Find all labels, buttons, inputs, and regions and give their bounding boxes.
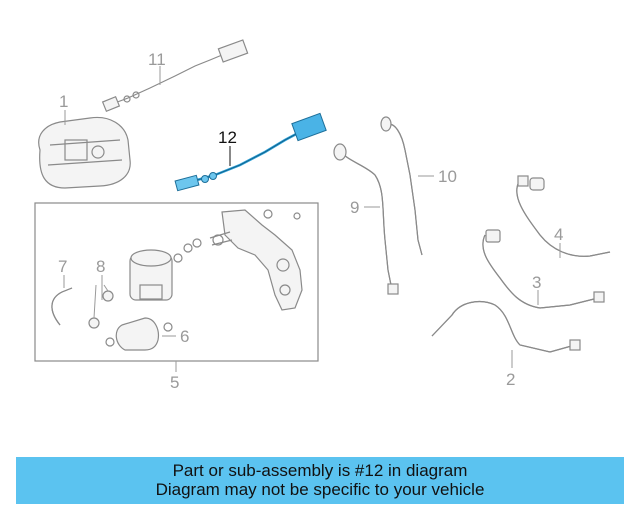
callout-4[interactable]: 4 <box>554 225 563 244</box>
callout-10[interactable]: 10 <box>438 167 457 186</box>
callout-8[interactable]: 8 <box>96 257 105 276</box>
callout-1[interactable]: 1 <box>59 92 68 111</box>
parts-diagram: 11 1 12 5 7 8 <box>34 39 611 392</box>
callout-6[interactable]: 6 <box>180 327 189 346</box>
callout-7[interactable]: 7 <box>58 257 67 276</box>
info-banner: Part or sub-assembly is #12 in diagram D… <box>16 457 624 504</box>
callout-3[interactable]: 3 <box>532 273 541 292</box>
banner-line-1: Part or sub-assembly is #12 in diagram <box>172 461 468 480</box>
part-9-pipe[interactable] <box>333 143 399 295</box>
secondary-air-valve[interactable] <box>129 238 202 301</box>
part-10-pipe[interactable] <box>380 116 423 256</box>
banner-line-2: Diagram may not be specific to your vehi… <box>155 480 485 499</box>
callout-2[interactable]: 2 <box>506 370 515 389</box>
part-7-hose[interactable] <box>51 287 73 326</box>
callout-9[interactable]: 9 <box>350 198 359 217</box>
part-3-pipe[interactable] <box>482 229 605 309</box>
callout-12[interactable]: 12 <box>218 128 237 147</box>
part-8-clamp[interactable] <box>88 290 114 329</box>
part-6-canister[interactable] <box>105 317 173 351</box>
part-4-pipe[interactable] <box>516 175 611 257</box>
mounting-bracket[interactable] <box>209 209 303 311</box>
part-1-heat-shield[interactable] <box>38 116 131 189</box>
part-11-oxygen-sensor[interactable] <box>101 39 249 113</box>
part-12-oxygen-sensor[interactable] <box>174 112 327 192</box>
part-2-pipe[interactable] <box>431 301 581 353</box>
callout-5[interactable]: 5 <box>170 373 179 392</box>
callout-11[interactable]: 11 <box>148 50 166 69</box>
